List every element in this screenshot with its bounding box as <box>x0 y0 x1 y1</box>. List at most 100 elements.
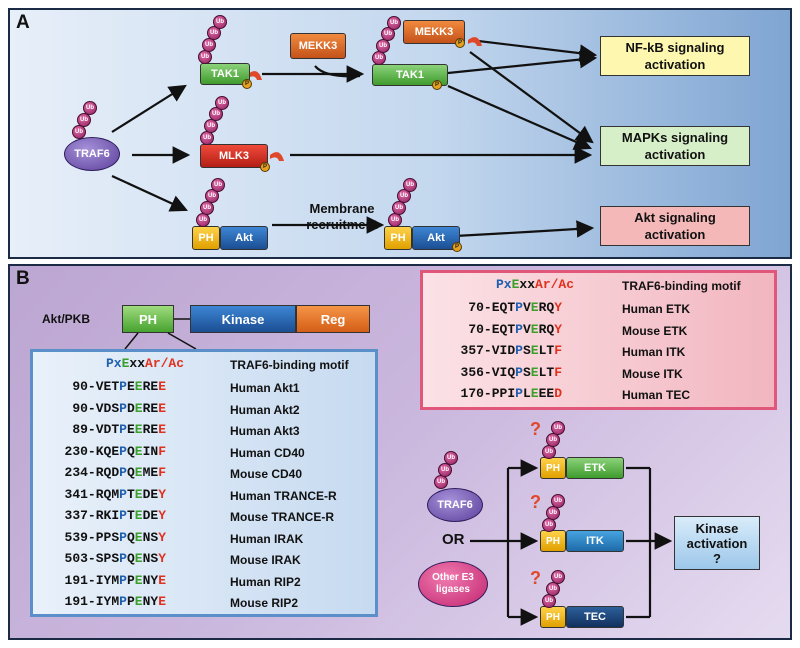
ub-icon: Ub <box>207 26 221 40</box>
protein-name: Human Akt2 <box>230 402 300 417</box>
motif-sequence: 191-IYMPPENYE <box>64 594 166 609</box>
tec-motif-table <box>420 270 777 410</box>
ub-icon: Ub <box>546 506 560 520</box>
ub-icon: Ub <box>546 433 560 447</box>
protein-name: Mouse CD40 <box>230 467 303 481</box>
ub-icon: Ub <box>200 131 214 145</box>
motif-sequence: 539-PPSPQENSY <box>64 529 166 545</box>
ub-icon: Ub <box>392 201 406 215</box>
ph-domain-box: PH <box>540 457 566 479</box>
ph-domain-box: PH <box>192 226 220 250</box>
protein-name: Mouse TRANCE-R <box>230 510 334 524</box>
ub-icon: Ub <box>388 213 402 227</box>
motif-sequence: 70-EQTPVERQY <box>468 321 562 337</box>
mekk3-complex-box: MEKK3 <box>403 20 465 44</box>
akt-box: Akt <box>220 226 268 250</box>
ub-icon: Ub <box>215 96 229 110</box>
panel-a-label: A <box>16 12 30 33</box>
mekk3-box: MEKK3 <box>290 33 346 59</box>
ub-icon: Ub <box>372 51 386 65</box>
ub-icon: Ub <box>551 570 565 584</box>
protein-name: Human TEC <box>622 388 691 402</box>
motif-sequence: 170-PPIPLEEED <box>460 386 562 401</box>
mlk3-box: MLK3 <box>200 144 268 168</box>
motif-consensus-right: PxExxAr/Ac <box>496 277 575 292</box>
motif-sequence: 230-KQEPQEINF <box>64 443 166 459</box>
tak1-box: TAK1 <box>200 63 250 85</box>
motif-sequence: 356-VIQPSELTF <box>460 364 562 380</box>
tec-box: TEC <box>566 606 624 628</box>
motif-sequence: 341-RQMPTEDEY <box>64 486 166 502</box>
protein-name: Human IRAK <box>230 531 304 546</box>
protein-name: Human TRANCE-R <box>230 488 337 503</box>
protein-name: Mouse ETK <box>622 323 688 338</box>
protein-name: Human RIP2 <box>230 574 301 589</box>
question-mark: ? <box>530 492 541 512</box>
question-mark: ? <box>530 568 541 588</box>
tak1-complex-box: TAK1 <box>372 64 448 86</box>
protein-name: Human ETK <box>622 302 691 316</box>
ub-icon: Ub <box>213 15 227 29</box>
akt-pkb-label: Akt/PKB <box>42 312 91 326</box>
protein-name: Mouse ITK <box>622 366 683 381</box>
ub-icon: Ub <box>551 494 565 508</box>
kinase-domain: Kinase <box>190 305 296 333</box>
motif-header: TRAF6-binding motif <box>230 358 349 372</box>
ub-icon: Ub <box>403 178 417 192</box>
motif-sequence: 90-VETPEEREE <box>72 379 166 394</box>
motif-sequence: 337-RKIPTEDEY <box>64 508 166 523</box>
motif-sequence: 234-RQDPQEMEF <box>64 465 166 480</box>
ub-icon: Ub <box>542 594 556 608</box>
motif-sequence: 503-SPSPQENSY <box>64 551 166 566</box>
traf6-node-b: TRAF6 <box>427 488 483 522</box>
ub-icon: Ub <box>551 421 565 435</box>
motif-sequence: 70-EQTPVERQY <box>468 300 562 315</box>
etk-box: ETK <box>566 457 624 479</box>
ub-icon: Ub <box>83 101 97 115</box>
ub-icon: Ub <box>387 16 401 30</box>
or-label: OR <box>442 531 465 548</box>
protein-name: Human CD40 <box>230 445 305 460</box>
protein-name: Human Akt1 <box>230 381 300 395</box>
reg-domain: Reg <box>296 305 370 333</box>
ph-domain-box: PH <box>540 606 566 628</box>
akt-motif-table <box>30 349 378 617</box>
ub-icon: Ub <box>438 463 452 477</box>
ub-icon: Ub <box>77 113 91 127</box>
motif-consensus: PxExxAr/Ac <box>106 356 185 371</box>
ub-icon: Ub <box>434 475 448 489</box>
motif-sequence: 357-VIDPSELTF <box>460 343 562 358</box>
ub-icon: Ub <box>444 451 458 465</box>
protein-name: Mouse IRAK <box>230 553 301 567</box>
phospho-icon: P <box>432 80 442 90</box>
motif-header-right: TRAF6-binding motif <box>622 279 741 293</box>
panel-b-label: B <box>16 268 30 289</box>
question-mark: ? <box>530 419 541 439</box>
phospho-icon: P <box>242 79 252 89</box>
phospho-icon: P <box>452 242 462 252</box>
itk-box: ITK <box>566 530 624 552</box>
traf6-node: TRAF6 <box>64 137 120 171</box>
ub-icon: Ub <box>542 518 556 532</box>
ph-domain: PH <box>122 305 174 333</box>
motif-sequence: 90-VDSPDEREE <box>72 400 166 416</box>
ub-icon: Ub <box>211 178 225 192</box>
protein-name: Human Akt3 <box>230 424 300 438</box>
ub-icon: Ub <box>542 445 556 459</box>
motif-sequence: 89-VDTPEEREE <box>72 422 166 437</box>
protein-name: Human ITK <box>622 345 686 359</box>
phospho-icon: P <box>260 162 270 172</box>
ub-icon: Ub <box>72 125 86 139</box>
ph-domain-box: PH <box>384 226 412 250</box>
ub-icon: Ub <box>546 582 560 596</box>
ub-icon: Ub <box>196 213 210 227</box>
